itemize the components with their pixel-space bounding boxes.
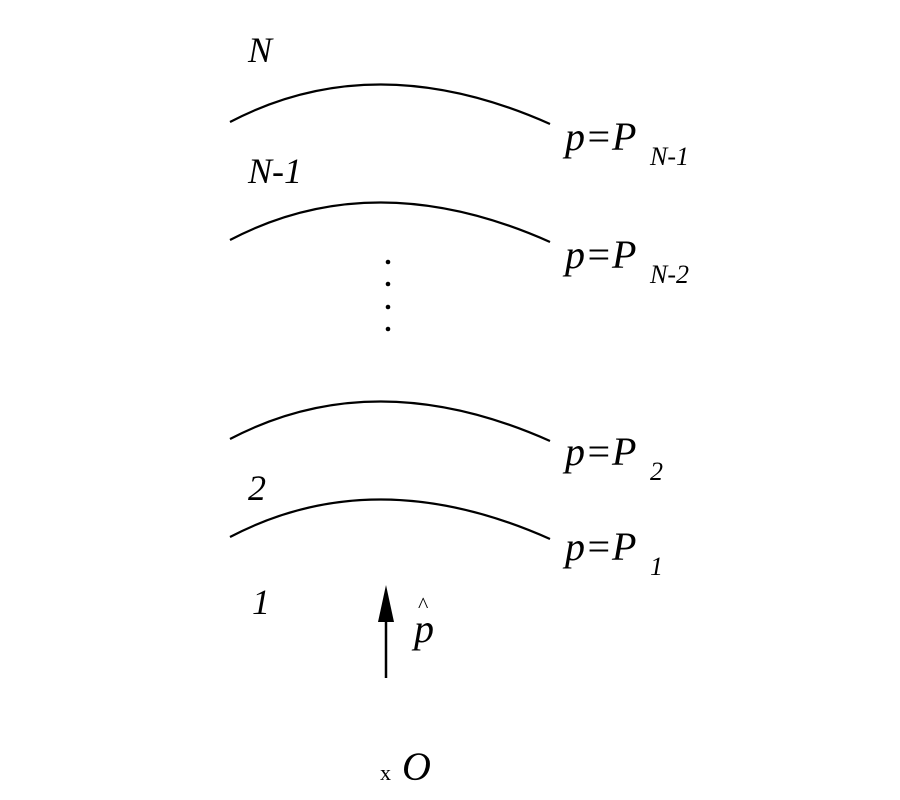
surface-label-n-1: p=P N-1 bbox=[562, 114, 689, 171]
region-label-n-minus-1: N-1 bbox=[247, 151, 302, 191]
svg-text:p=P: p=P bbox=[562, 114, 636, 159]
surface-curve-n-2 bbox=[229, 201, 551, 244]
vertical-ellipsis bbox=[385, 259, 391, 332]
svg-text:p: p bbox=[411, 606, 434, 651]
region-label-2: 2 bbox=[248, 468, 266, 508]
direction-label-p-hat: p ^ bbox=[411, 592, 434, 651]
surface-label-2: p=P 2 bbox=[562, 429, 663, 486]
svg-text:2: 2 bbox=[650, 457, 663, 486]
surface-curve-2 bbox=[229, 400, 551, 443]
svg-text:p=P: p=P bbox=[562, 232, 636, 277]
region-label-1: 1 bbox=[252, 582, 270, 622]
svg-text:1: 1 bbox=[650, 552, 663, 581]
surface-curve-1 bbox=[229, 498, 551, 541]
svg-text:N-1: N-1 bbox=[649, 142, 689, 171]
region-label-n: N bbox=[247, 30, 274, 70]
surface-curve-n-1 bbox=[229, 83, 551, 126]
origin-label: O bbox=[402, 744, 431, 789]
svg-text:N-2: N-2 bbox=[649, 260, 689, 289]
surface-label-1: p=P 1 bbox=[562, 524, 663, 581]
svg-text:p=P: p=P bbox=[562, 524, 636, 569]
surface-label-n-2: p=P N-2 bbox=[562, 232, 689, 289]
origin-marker: x bbox=[380, 760, 391, 785]
svg-text:^: ^ bbox=[418, 592, 429, 617]
svg-text:p=P: p=P bbox=[562, 429, 636, 474]
direction-arrow bbox=[378, 585, 394, 678]
